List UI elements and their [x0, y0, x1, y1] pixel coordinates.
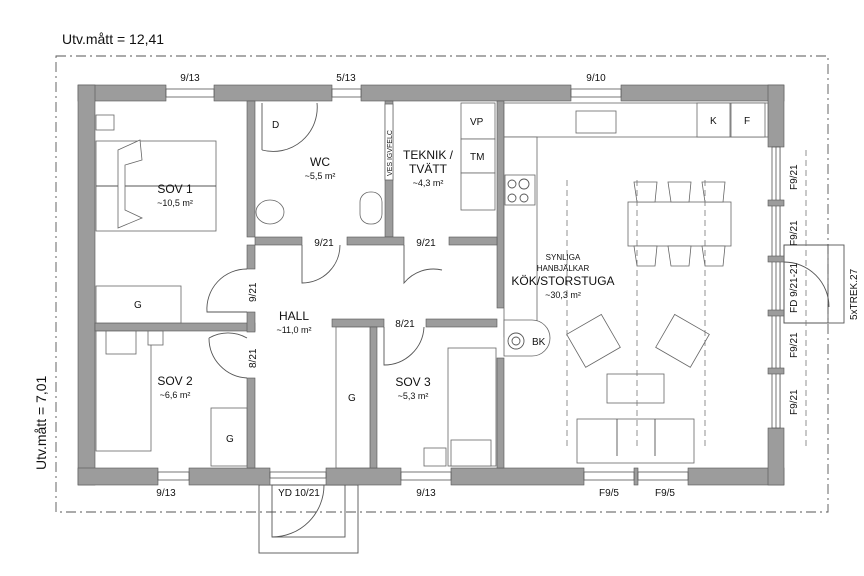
door-label-sov3: 8/21: [395, 319, 415, 330]
window-label: F9/5: [599, 488, 619, 499]
door-label-teknik: 9/21: [416, 238, 436, 249]
room-name-sov2: SOV 2: [157, 374, 193, 388]
room-area-kok: ~30,3 m²: [545, 290, 581, 300]
room-name-sov1: SOV 1: [157, 182, 193, 196]
room-name-wc: WC: [310, 155, 330, 169]
window-label: 9/10: [586, 73, 606, 84]
wardrobe-label-sov1: G: [134, 300, 142, 311]
stove-label: BK: [532, 337, 546, 348]
outer-walls: [77, 84, 785, 486]
room-name-hall: HALL: [279, 309, 309, 323]
beam-note-2: HANBJÄLKAR: [537, 264, 590, 273]
room-area-teknik: ~4,3 m²: [413, 178, 444, 188]
window-label: F9/21: [789, 164, 800, 190]
door-label-sov2: 8/21: [248, 348, 259, 368]
window-label: 9/13: [156, 488, 176, 499]
fixture-labels: D VP TM K F BK G G G 5xTREK.27: [134, 116, 860, 445]
room-name-sov3: SOV 3: [395, 375, 431, 389]
height-dimension-label: Utv.mått = 7,01: [33, 376, 49, 470]
window-label: F9/21: [789, 332, 800, 358]
width-dimension-label: Utv.mått = 12,41: [62, 31, 164, 47]
wardrobe-label-sov2: G: [226, 434, 234, 445]
window-label: 5/13: [336, 73, 356, 84]
room-area-sov2: ~6,6 m²: [160, 390, 191, 400]
room-name-kok: KÖK/STORSTUGA: [511, 274, 614, 288]
door-label-wc: 9/21: [314, 238, 334, 249]
window-label: 9/13: [180, 73, 200, 84]
room-area-wc: ~5,5 m²: [305, 171, 336, 181]
room-labels: SOV 1 ~10,5 m² WC ~5,5 m² TEKNIK / TVÄTT…: [157, 148, 614, 401]
window-label: F9/5: [655, 488, 675, 499]
wardrobe-label-hall: G: [348, 393, 356, 404]
window-label: FD 9/21-21: [789, 263, 800, 313]
shower-label: D: [272, 120, 279, 131]
window-label: F9/21: [789, 220, 800, 246]
room-area-hall: ~11,0 m²: [276, 325, 311, 335]
vp-label: VP: [470, 117, 484, 128]
tm-label: TM: [470, 152, 484, 163]
top-bottom-windows: [157, 88, 689, 481]
furniture: [95, 102, 807, 469]
room-name-teknik: TEKNIK /: [403, 148, 454, 162]
window-labels: 9/13 5/13 9/10 9/13 9/13 F9/5 F9/5 F9/21…: [156, 73, 800, 499]
tech-connection-labels: VES IGVFELC: [387, 130, 394, 176]
freezer-label: F: [744, 116, 750, 127]
fridge-label: K: [710, 116, 717, 127]
room-area-sov3: ~5,3 m²: [398, 391, 429, 401]
room-name-tvatt: TVÄTT: [409, 162, 448, 176]
beam-note-1: SYNLIGA: [546, 253, 581, 262]
right-windows: [767, 146, 830, 429]
window-label: F9/21: [789, 389, 800, 415]
stairs-label: 5xTREK.27: [849, 268, 860, 320]
window-label: 9/13: [416, 488, 436, 499]
entry-steps: [258, 484, 359, 554]
door-label-entry: YD 10/21: [278, 488, 320, 499]
door-labels: 9/21 9/21 9/21 8/21 8/21 YD 10/21: [248, 238, 436, 499]
room-area-sov1: ~10,5 m²: [157, 198, 193, 208]
door-swings: [206, 102, 443, 538]
interior-walls: [94, 100, 505, 469]
door-label-sov1: 9/21: [248, 282, 259, 302]
